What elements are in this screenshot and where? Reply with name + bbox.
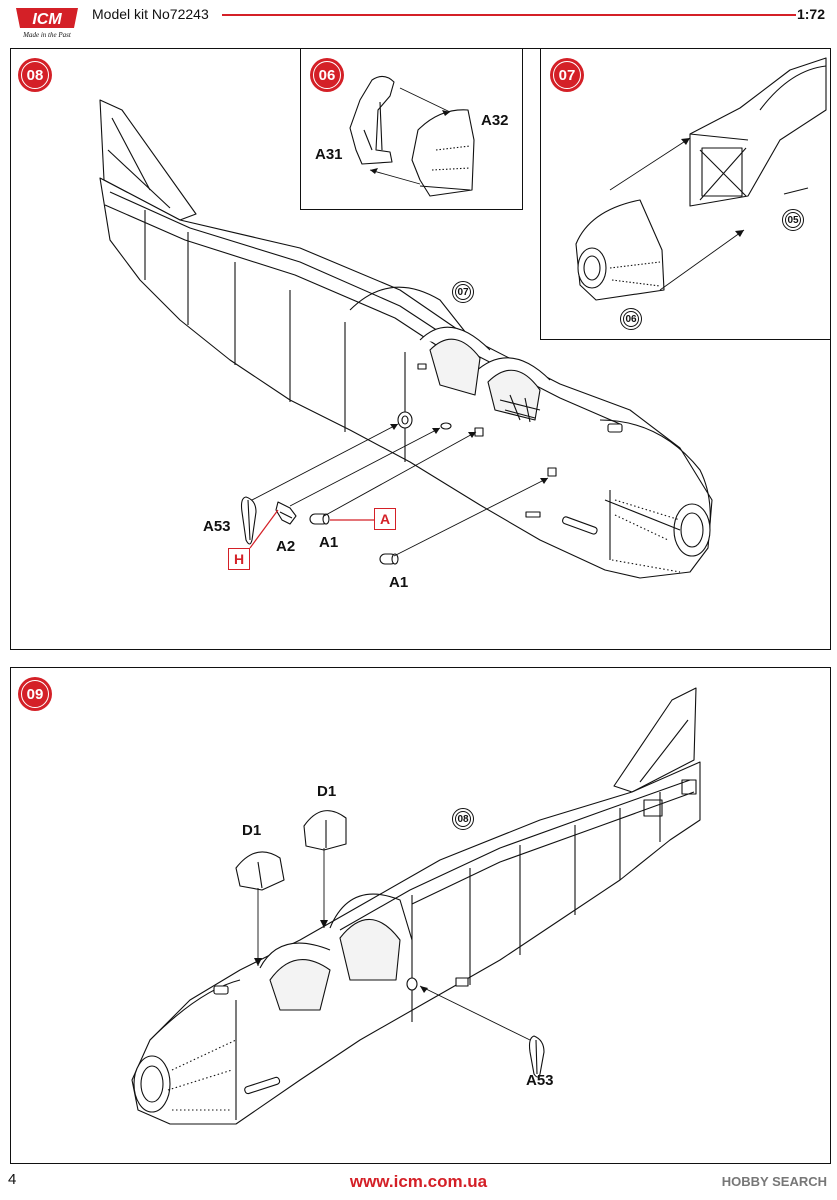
watermark: HOBBY SEARCH xyxy=(721,1174,827,1189)
step-09-number: 09 xyxy=(18,677,52,711)
part-label-a2: A2 xyxy=(276,538,296,555)
guide-lines-07 xyxy=(609,137,745,291)
part-label-a53: A53 xyxy=(203,518,231,535)
part-label-d1-left: D1 xyxy=(242,822,262,839)
page-number: 4 xyxy=(8,1171,17,1188)
fuselage-08-drawing xyxy=(99,99,713,579)
scale-label: 1:72 xyxy=(796,6,825,22)
header-rule xyxy=(222,14,796,16)
callout-lines-08 xyxy=(249,509,374,549)
icm-logo: ICM Made in the Past xyxy=(16,8,78,39)
parts-08-drawing xyxy=(240,411,557,565)
ref-step-06: 06 xyxy=(620,308,642,330)
kit-number: Model kit No72243 xyxy=(92,6,209,22)
arrowheads xyxy=(254,110,744,993)
svg-text:ICM: ICM xyxy=(32,11,62,28)
parts-09-drawing xyxy=(235,810,545,1078)
step-08-number: 08 xyxy=(18,58,52,92)
guide-lines-09 xyxy=(257,848,531,1041)
ref-step-08: 08 xyxy=(452,808,474,830)
step-06-number: 06 xyxy=(310,58,344,92)
footer-url: www.icm.com.ua xyxy=(349,1172,488,1191)
inset-06-drawing xyxy=(349,75,475,197)
ref-step-05: 05 xyxy=(782,209,804,231)
part-label-a53-09: A53 xyxy=(526,1072,554,1089)
guide-lines-08 xyxy=(251,423,549,557)
paint-code-a: A xyxy=(374,508,396,530)
part-label-a1-lower: A1 xyxy=(389,574,409,591)
part-label-a1: A1 xyxy=(319,534,339,551)
step-07-number: 07 xyxy=(550,58,584,92)
inset-07-drawing xyxy=(575,57,827,301)
paint-code-h: H xyxy=(228,548,250,570)
part-label-a31: A31 xyxy=(315,146,343,163)
step-09-panel xyxy=(10,667,831,1164)
part-label-d1-right: D1 xyxy=(317,783,337,800)
guide-lines-06 xyxy=(369,87,451,185)
fuselage-09-drawing xyxy=(131,687,701,1125)
svg-text:Made in the Past: Made in the Past xyxy=(22,31,72,39)
part-label-a32: A32 xyxy=(481,112,509,129)
ref-step-07: 07 xyxy=(452,281,474,303)
